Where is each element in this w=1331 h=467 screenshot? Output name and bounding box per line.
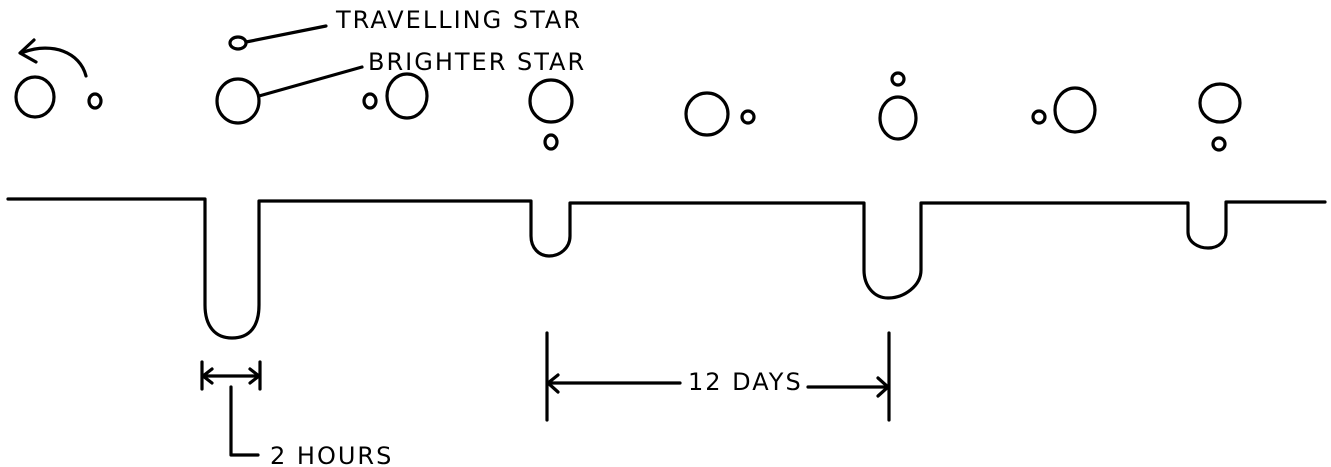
two-hours-arrowhead-left xyxy=(201,367,214,385)
brighter-star xyxy=(1053,86,1097,134)
two-hours-label: 2 HOURS xyxy=(270,442,393,467)
orbit-position-1 xyxy=(14,38,103,119)
brighter-star xyxy=(528,78,574,124)
two-hours-arrowhead-right xyxy=(248,367,261,385)
brighter-star xyxy=(684,91,730,137)
travelling-star-label: TRAVELLING STAR xyxy=(335,6,582,34)
travelling-star-leader-line xyxy=(244,24,328,44)
twelve-days-label: 12 DAYS xyxy=(688,368,803,396)
travelling-star xyxy=(740,109,756,125)
travelling-star xyxy=(890,71,906,87)
orbit-sequence xyxy=(14,24,1242,152)
orbit-position-7 xyxy=(1031,86,1097,134)
brighter-star xyxy=(14,75,56,119)
travelling-star xyxy=(1031,109,1047,125)
brighter-star xyxy=(1198,82,1242,124)
orbit-position-3 xyxy=(362,72,429,120)
travelling-star xyxy=(87,92,103,110)
orbit-position-5 xyxy=(684,91,756,137)
travelling-star xyxy=(362,92,378,110)
rotation-arrow-head xyxy=(18,38,38,64)
two-hours-leader xyxy=(229,385,260,457)
rotation-arrow xyxy=(22,46,88,78)
twelve-days-arrowhead-left xyxy=(546,373,560,394)
twelve-days-arrowhead-right xyxy=(876,376,890,398)
travelling-star xyxy=(228,35,248,51)
brighter-star-leader-line xyxy=(257,65,364,98)
brighter-star-label: BRIGHTER STAR xyxy=(368,48,586,76)
orbit-position-4 xyxy=(528,78,574,151)
travelling-star xyxy=(543,133,559,151)
brighter-star xyxy=(878,95,918,141)
brighter-star xyxy=(215,77,261,125)
orbit-position-8 xyxy=(1198,82,1242,152)
twelve-days-dimension xyxy=(545,331,891,422)
two-hours-dimension xyxy=(200,360,262,457)
orbit-position-2 xyxy=(215,24,364,125)
travelling-star xyxy=(1211,136,1227,152)
orbit-position-6 xyxy=(878,71,918,141)
light-curve xyxy=(6,197,1327,340)
brighter-star xyxy=(385,72,429,120)
